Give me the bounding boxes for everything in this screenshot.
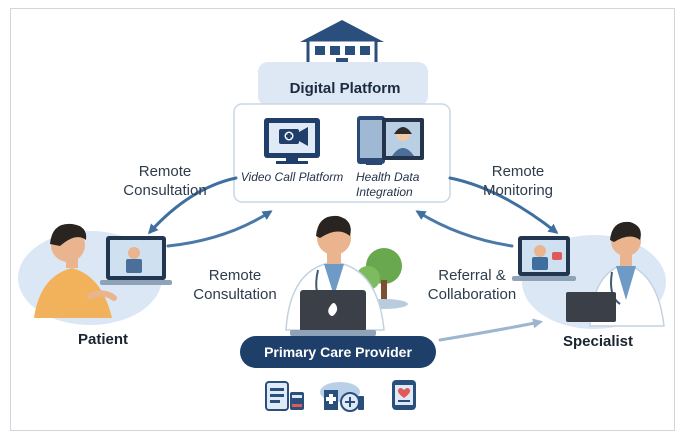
health-data-label: Health Data Integration — [356, 170, 420, 199]
remote-consultation-top-label: Remote Consultation — [123, 163, 207, 199]
platform-header — [258, 62, 428, 106]
primary-care-illustration — [285, 215, 408, 336]
medical-phone-icon — [392, 380, 416, 410]
platform-title: Digital Platform — [289, 80, 401, 97]
medical-record-icon — [265, 381, 304, 411]
primary-care-provider-badge: Primary Care Provider — [240, 336, 436, 368]
arrow-platform-to-patient — [147, 176, 238, 235]
specialist-label: Specialist — [562, 333, 634, 350]
arrow-patient-to-platform — [166, 210, 273, 248]
hospital-cloud-icon — [320, 382, 364, 412]
diagram-frame — [10, 8, 675, 431]
video-call-label: Video Call Platform — [240, 170, 344, 184]
referral-collaboration-label: Referral & Collaboration — [427, 267, 517, 303]
remote-monitoring-label: Remote Monitoring — [482, 163, 554, 199]
specialist-illustration — [512, 221, 666, 329]
patient-illustration — [18, 223, 172, 325]
tablet-profile-icon — [357, 116, 424, 165]
patient-label: Patient — [77, 331, 128, 348]
arrow-platform-to-specialist — [448, 176, 559, 234]
video-camera-icon — [264, 118, 320, 164]
remote-consultation-center-label: Remote Consultation — [193, 267, 277, 303]
flow-arrows — [147, 176, 559, 342]
arrow-pcp-to-specialist — [438, 318, 543, 342]
arrow-specialist-to-platform — [415, 210, 514, 248]
